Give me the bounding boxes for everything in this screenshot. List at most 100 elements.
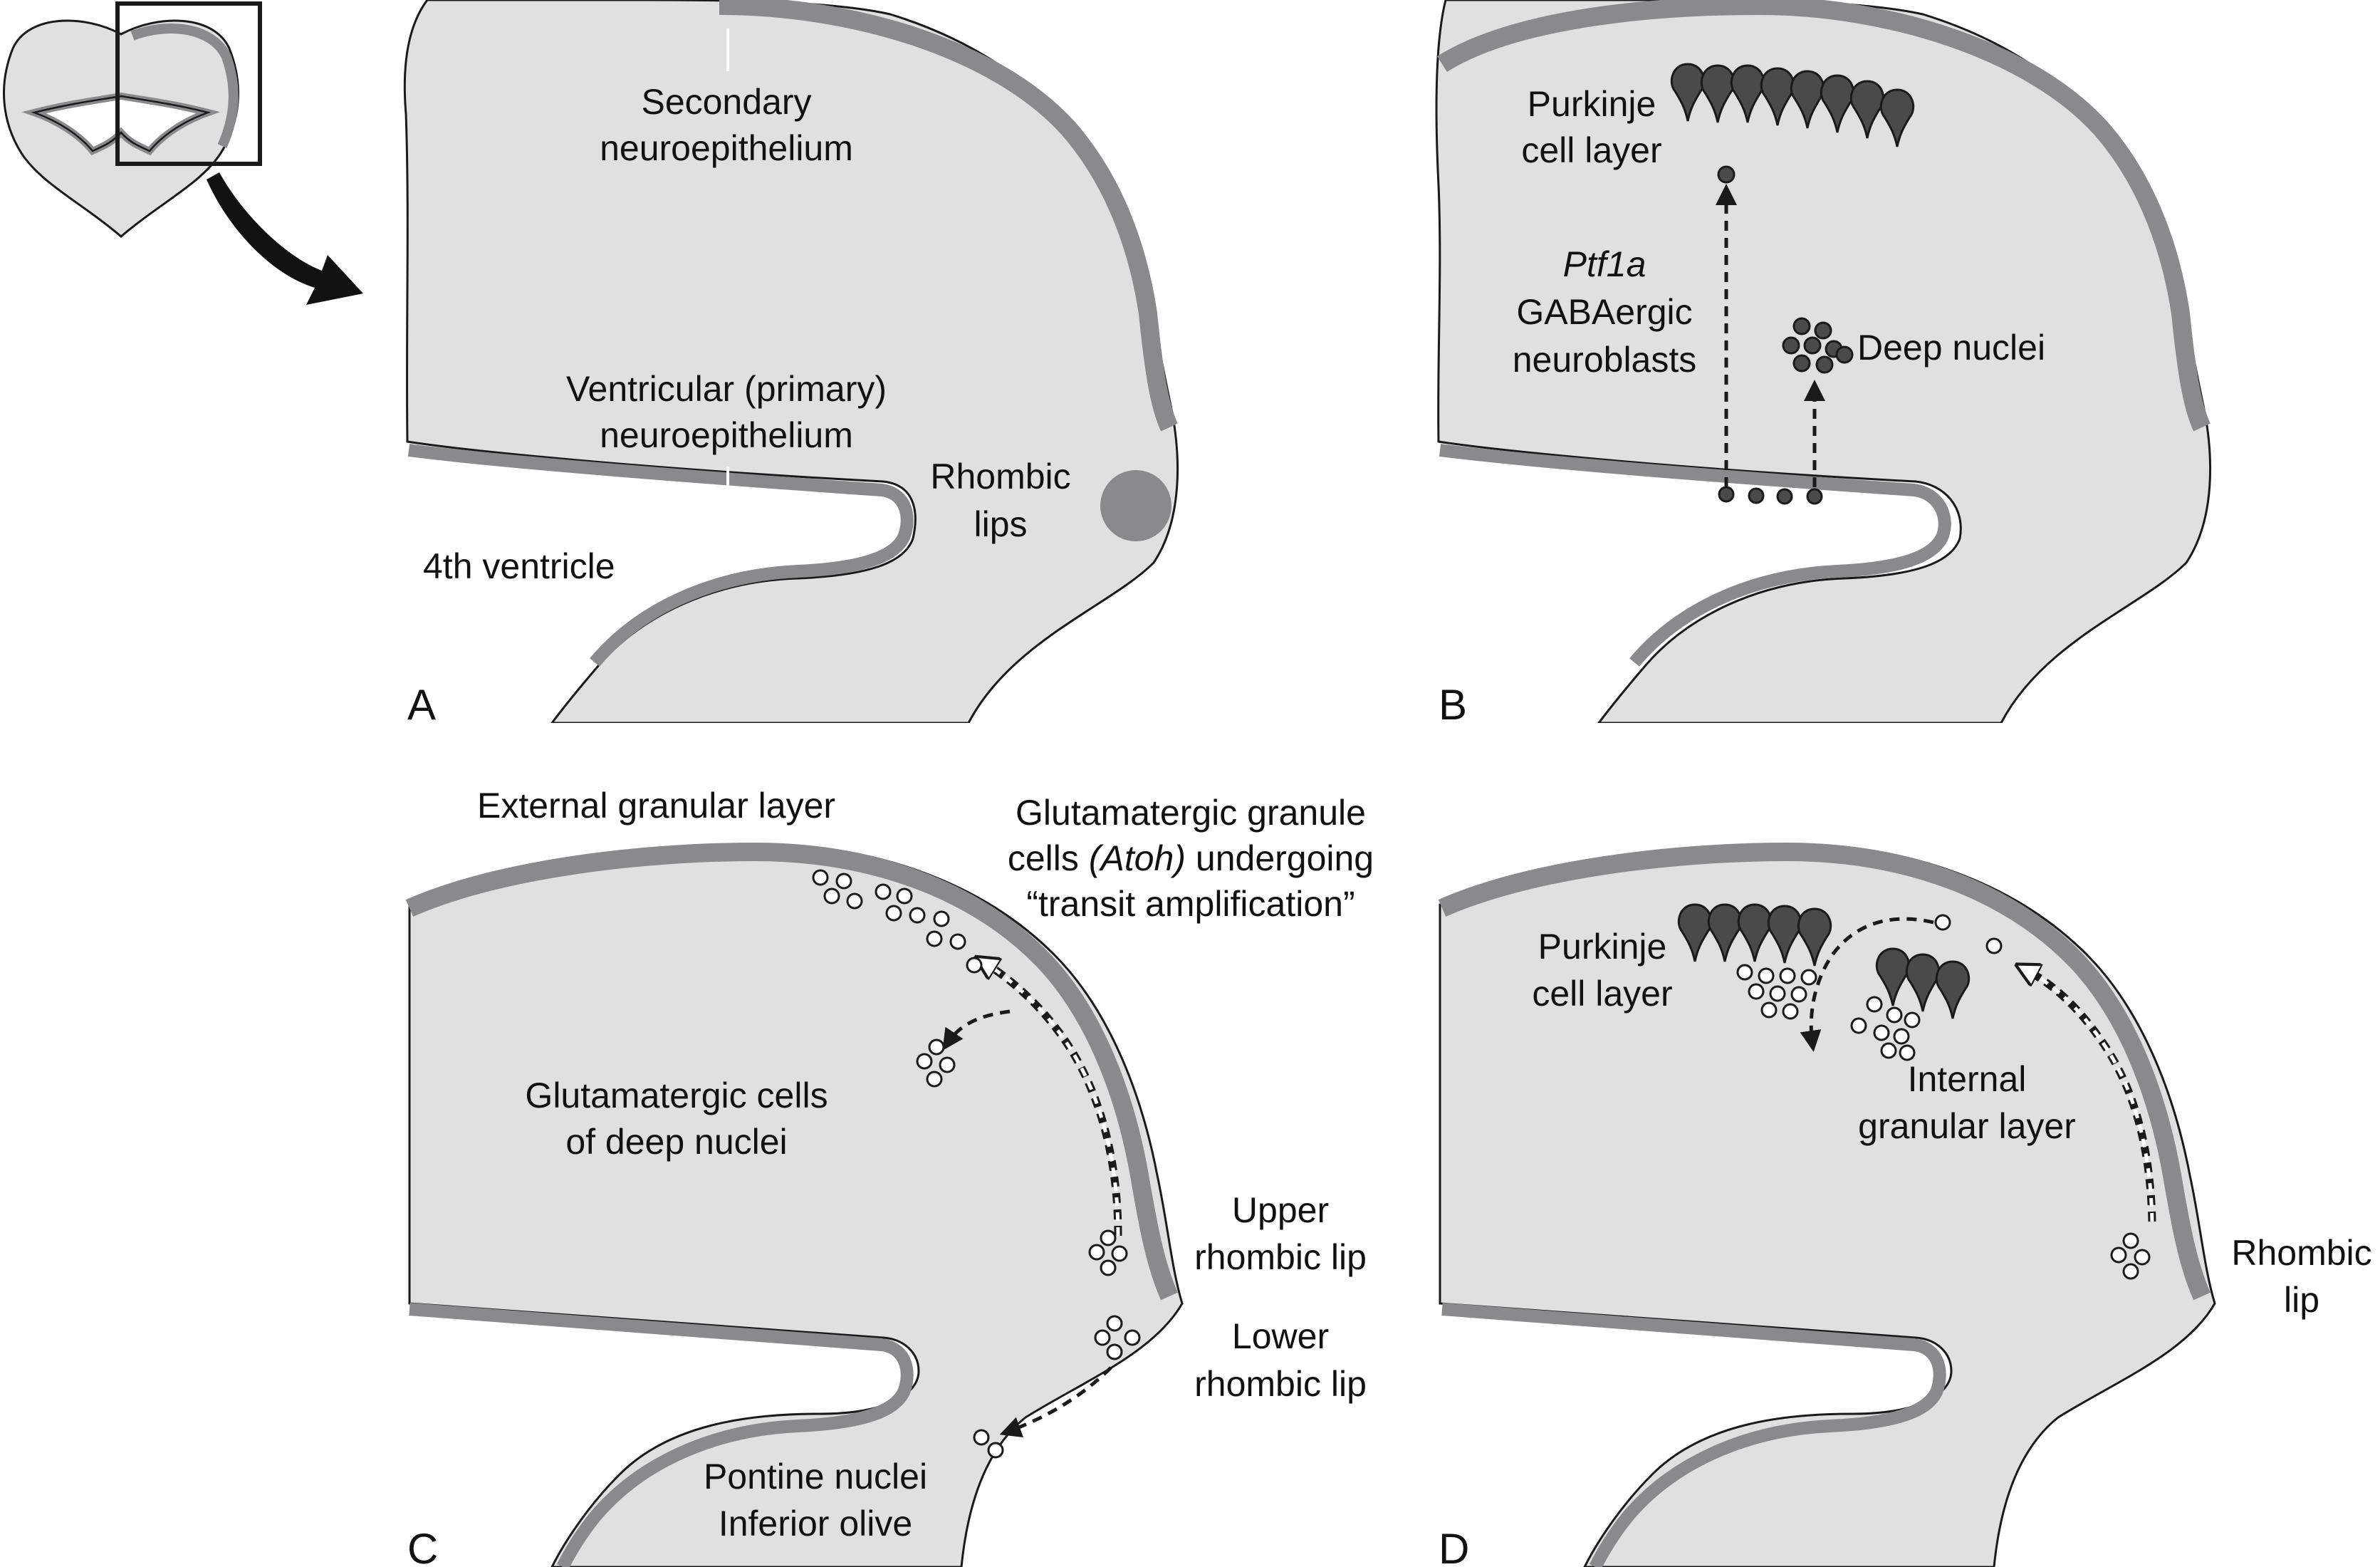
igl-cell <box>1899 1044 1916 1061</box>
panel-b-deep-nuclei-cluster <box>1782 317 1854 374</box>
panel-a-labels: Secondary neuroepithelium Ventricular (p… <box>407 82 1071 729</box>
label-upper-lip-1: Upper <box>1232 1190 1329 1230</box>
arrow-lower-lip-to-pontine <box>999 1366 1112 1437</box>
label-d-purkinje-2: cell layer <box>1532 974 1672 1014</box>
migrating-neuroblast <box>1717 165 1736 184</box>
igl-cell <box>1760 1001 1778 1019</box>
granule-cell <box>823 887 840 905</box>
panel-d-igl-cells-right <box>1850 996 1921 1061</box>
label-d-rhombic-1: Rhombic <box>2231 1233 2371 1273</box>
glutamatergic-cell <box>928 1038 945 1056</box>
label-ptf1a: Ptf1a <box>1563 244 1646 284</box>
igl-cell <box>1758 967 1775 984</box>
upper-lip-cell <box>1100 1259 1117 1276</box>
panel-d-labels: Purkinje cell layer Internal granular la… <box>1439 927 2372 1567</box>
upper-lip-cell <box>1111 1245 1128 1262</box>
panel-c-lower-lip-cells <box>1094 1315 1141 1360</box>
panel-d-igl-cells-left <box>1736 964 1817 1020</box>
label-secondary-1: Secondary <box>641 82 811 122</box>
label-purkinje-1: Purkinje <box>1528 84 1656 124</box>
panel-c-pontine-cells <box>973 1429 1004 1459</box>
panel-a <box>403 0 1179 723</box>
label-deep-cells-2: of deep nuclei <box>565 1122 787 1162</box>
label-lower-lip-1: Lower <box>1232 1316 1329 1356</box>
neuroblast-cell <box>1806 488 1823 505</box>
panel-c-ventricular-band <box>409 1303 914 1567</box>
deep-nucleus-cell <box>1792 317 1811 335</box>
panel-b-secondary-band <box>1437 0 2211 432</box>
panel-a-secondary-band <box>719 0 1178 432</box>
panel-a-rhombic-lip-marker <box>1100 470 1171 541</box>
igl-cell <box>1880 1042 1897 1059</box>
label-pontine-1: Pontine nuclei <box>704 1457 927 1496</box>
label-ventricular-2: neuroepithelium <box>600 415 853 455</box>
arrow-egl-to-igl <box>1800 917 1934 1052</box>
deep-nucleus-cell <box>1782 336 1800 355</box>
deep-nucleus-cell <box>1803 336 1822 355</box>
deep-nucleus-cell <box>1835 345 1854 364</box>
igl-cell <box>1748 983 1765 1000</box>
neuroblast-cell <box>1748 487 1765 504</box>
panel-b-labels: Purkinje cell layer Ptf1a GABAergic neur… <box>1439 84 2045 729</box>
granule-cell <box>812 869 829 886</box>
purkinje-cell <box>1879 88 1915 147</box>
panel-b <box>1435 0 2211 723</box>
label-d-purkinje-1: Purkinje <box>1538 927 1667 967</box>
label-gaba-1: GABAergic <box>1516 292 1692 332</box>
panel-c-deep-glutamatergic-cells <box>916 1038 956 1088</box>
label-rhombic-lips-2: lips <box>974 504 1027 544</box>
igl-cell <box>1790 986 1807 1003</box>
deep-nucleus-cell <box>1792 354 1811 373</box>
granule-cell <box>835 873 852 890</box>
label-granule-2a: cells <box>1008 838 1079 878</box>
lower-lip-cell <box>1124 1329 1141 1346</box>
granule-cell <box>875 883 892 900</box>
granule-cell <box>926 930 943 947</box>
label-igl-1: Internal <box>1908 1059 2027 1099</box>
lower-lip-cell <box>1094 1329 1111 1346</box>
upper-lip-cell <box>1100 1229 1117 1246</box>
rhombic-lip-cell <box>2122 1232 2139 1249</box>
panel-d-purkinje-cells <box>1677 903 1971 1019</box>
label-deep-cells-1: Glutamatergic cells <box>525 1076 828 1115</box>
overview-inset <box>3 1 363 305</box>
panel-d-ventricular-band <box>1441 1303 1946 1567</box>
overview-arrow <box>207 172 363 305</box>
panel-letter-d: D <box>1439 1525 1469 1567</box>
deep-nucleus-cell <box>1815 355 1834 374</box>
egl-granule-cell <box>1934 914 1951 931</box>
label-granule-2b: undergoing <box>1196 838 1374 878</box>
granule-cell <box>846 892 863 910</box>
label-igl-2: granular layer <box>1858 1106 2076 1146</box>
label-egl: External granular layer <box>477 786 835 826</box>
granule-cell <box>933 910 950 927</box>
granule-cell <box>949 933 966 950</box>
panel-a-ventricular-band <box>407 444 914 667</box>
label-granule-3: “transit amplification” <box>1026 884 1355 924</box>
rhombic-lip-cell <box>2122 1263 2139 1280</box>
label-secondary-2: neuroepithelium <box>600 128 853 168</box>
overview-outer-band <box>130 24 239 148</box>
panel-c-secondary-band <box>405 842 1178 1301</box>
lower-lip-cell <box>1106 1343 1123 1360</box>
label-4th-ventricle: 4th ventricle <box>423 546 615 586</box>
label-d-rhombic-2: lip <box>2284 1280 2319 1320</box>
igl-cell <box>1886 1006 1903 1024</box>
neuroblast-cell <box>1776 488 1793 505</box>
panel-c-upper-lip-cells <box>1088 1229 1128 1276</box>
overview-selection-box <box>115 1 262 166</box>
panel-d <box>1438 842 2216 1567</box>
igl-cell <box>1800 969 1817 986</box>
panel-c-egl-cells <box>812 869 983 974</box>
glutamatergic-cell <box>926 1071 943 1088</box>
granule-cell <box>885 905 902 922</box>
deep-nucleus-cell <box>1814 321 1832 340</box>
label-ventricular-1: Ventricular (primary) <box>566 369 887 409</box>
label-granule-2: cells (Atoh) undergoing <box>1008 838 1374 878</box>
panel-letter-a: A <box>407 681 436 729</box>
rhombic-lip-cell <box>2134 1249 2151 1266</box>
label-granule-1: Glutamatergic granule <box>1016 793 1366 833</box>
igl-cell <box>1769 985 1786 1002</box>
label-purkinje-2: cell layer <box>1521 130 1661 170</box>
